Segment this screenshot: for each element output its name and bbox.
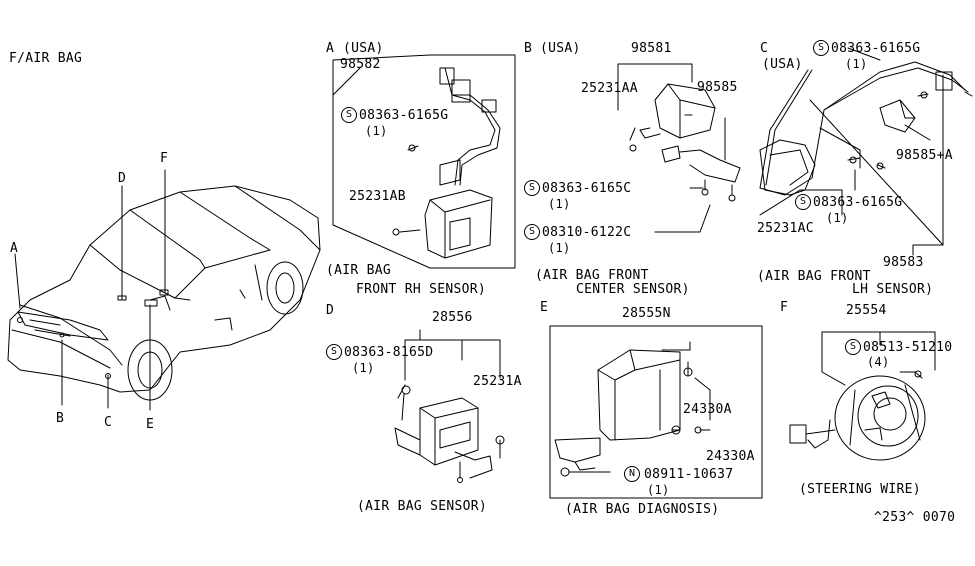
part-qty: (1) (365, 124, 388, 138)
caption-e: (AIR BAG DIAGNOSIS) (565, 502, 720, 517)
part-qty: (1) (647, 483, 670, 497)
section-c-art (759, 47, 973, 256)
section-c-letter: C (760, 41, 769, 56)
section-a-letter: A (326, 41, 335, 56)
section-b-art (617, 63, 741, 233)
bolt-symbol-s: S (845, 339, 861, 355)
part-bolt-08363-6165g: 08363-6165G (359, 108, 449, 123)
caption-f: (STEERING WIRE) (799, 482, 921, 497)
car-illustration (7, 169, 321, 411)
part-98585-a: 98585+A (896, 148, 953, 163)
part-25231ab: 25231AB (349, 189, 406, 204)
part-qty: (1) (845, 57, 868, 71)
caption-c-line1: (AIR BAG FRONT (757, 269, 871, 284)
part-bolt-08363-6165c: 08363-6165C (542, 181, 632, 196)
part-qty: (1) (352, 361, 375, 375)
part-qty: (1) (548, 241, 571, 255)
part-nut-08911-10637: 08911-10637 (644, 467, 734, 482)
part-25231ac: 25231AC (757, 221, 814, 236)
part-28555n: 28555N (622, 306, 671, 321)
part-25554: 25554 (846, 303, 887, 318)
part-bolt-08363-8165d: 08363-8165D (344, 345, 434, 360)
section-a-region: (USA) (343, 41, 384, 56)
caption-a-line2: FRONT RH SENSOR) (356, 282, 487, 297)
section-f-art (789, 331, 936, 461)
bolt-symbol-s: S (813, 40, 829, 56)
caption-b-line1: (AIR BAG FRONT (535, 268, 649, 283)
part-bolt-08310-6122c: 08310-6122C (542, 225, 632, 240)
page-label: F/AIR BAG (9, 51, 83, 66)
caption-d: (AIR BAG SENSOR) (357, 499, 488, 514)
part-24330a-upper: 24330A (683, 402, 732, 417)
section-b-letter: B (524, 41, 533, 56)
caption-c-line2: LH SENSOR) (852, 282, 934, 297)
caption-b-line2: CENTER SENSOR) (576, 282, 690, 297)
part-24330a-lower: 24330A (706, 449, 755, 464)
section-f-letter: F (780, 300, 789, 315)
car-callout-c: C (104, 415, 113, 430)
car-callout-b: B (56, 411, 65, 426)
part-98582: 98582 (340, 57, 381, 72)
car-callout-f: F (160, 151, 169, 166)
part-25231aa: 25231AA (581, 81, 638, 96)
section-c-region: (USA) (762, 57, 803, 72)
part-bolt-08363-6165g: 08363-6165G (813, 195, 903, 210)
bolt-symbol-s: S (326, 344, 342, 360)
car-callout-d: D (118, 171, 127, 186)
figure-code: ^253^ 0070 (874, 510, 956, 525)
car-callout-a: A (10, 241, 19, 256)
part-qty: (1) (548, 197, 571, 211)
part-98581: 98581 (631, 41, 672, 56)
part-bolt-08513-51210: 08513-51210 (863, 340, 953, 355)
caption-a-line1: (AIR BAG (326, 263, 392, 278)
section-d-letter: D (326, 303, 335, 318)
section-a-art (332, 54, 516, 269)
bolt-symbol-s: S (341, 107, 357, 123)
section-d-art (394, 329, 505, 483)
part-qty: (1) (826, 211, 849, 225)
part-98585: 98585 (697, 80, 738, 95)
bolt-symbol-s: S (524, 224, 540, 240)
part-bolt-08363-6165g: 08363-6165G (831, 41, 921, 56)
part-98583: 98583 (883, 255, 924, 270)
part-28556: 28556 (432, 310, 473, 325)
part-qty: (4) (867, 355, 890, 369)
section-e-letter: E (540, 300, 549, 315)
section-e-art (549, 325, 763, 499)
bolt-symbol-s: S (795, 194, 811, 210)
bolt-symbol-s: S (524, 180, 540, 196)
car-callout-e: E (146, 417, 155, 432)
section-b-region: (USA) (540, 41, 581, 56)
nut-symbol-n: N (624, 466, 640, 482)
part-25231a: 25231A (473, 374, 522, 389)
